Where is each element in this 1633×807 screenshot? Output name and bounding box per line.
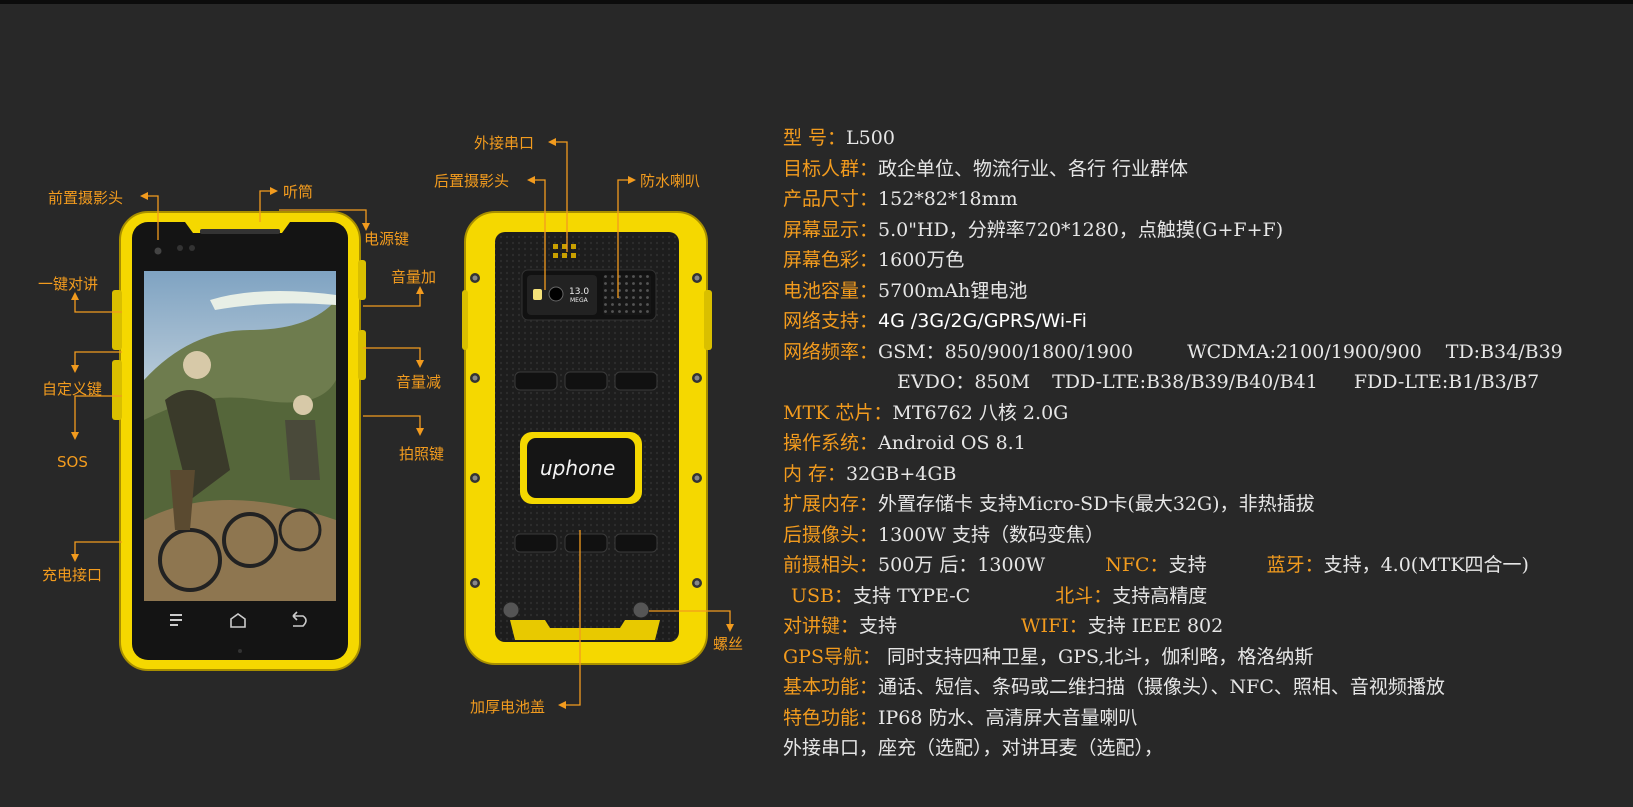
label-sos: SOS — [57, 453, 88, 471]
spec-row-feature: 特色功能：IP68 防水、高清屏大音量喇叭 — [783, 703, 1633, 734]
spec-row-basic: 基本功能：通话、短信、条码或二维扫描（摄像头）、NFC、照相、音视频播放 — [783, 672, 1633, 703]
spec-row-frequency: 网络频率：GSM：850/900/1800/1900 WCDMA:2100/190… — [783, 337, 1633, 368]
spec-value: 1300W 支持（数码变焦） — [878, 523, 1104, 546]
spec-key: 网络频率： — [783, 340, 879, 363]
spec-key: 蓝牙： — [1266, 554, 1324, 576]
spec-value: 5700mAh锂电池 — [878, 279, 1028, 302]
phones-artwork — [71, 138, 734, 709]
label-volume-down: 音量减 — [396, 373, 442, 391]
spec-key: 后摄像头： — [783, 523, 879, 546]
label-custom-key: 自定义键 — [42, 380, 103, 398]
spec-value: 4G /3G/2G/GPRS/Wi-Fi — [878, 310, 1087, 332]
rear-phone — [462, 211, 712, 665]
spec-row-memory: 内 存：32GB+4GB — [783, 459, 1633, 490]
spec-row-gps: GPS导航： 同时支持四种卫星，GPS,北斗，伽利略，格洛纳斯 — [783, 642, 1633, 673]
spec-value: 500万 后：1300W — [878, 554, 1046, 576]
spec-value: 支持，4.0(MTK四合一) — [1323, 554, 1529, 576]
spec-key: 基本功能： — [783, 676, 879, 698]
spec-key: WIFI： — [1021, 615, 1088, 637]
spec-key: 操作系统： — [783, 432, 879, 454]
spec-value: FDD-LTE:B1/B3/B7 — [1353, 371, 1540, 393]
spec-key: 对讲键： — [783, 615, 860, 637]
spec-value: 外置存储卡 支持Micro-SD卡(最大32G)，非热插拔 — [878, 493, 1315, 515]
label-power-key: 电源键 — [364, 230, 410, 248]
spec-row-front-camera: 前摄相头：500万 后：1300W NFC：支持 蓝牙：支持，4.0(MTK四合一) — [783, 550, 1633, 581]
spec-row-storage: 扩展内存：外置存储卡 支持Micro-SD卡(最大32G)，非热插拔 — [783, 489, 1633, 520]
spec-value: TDD-LTE:B38/B39/B40/B41 — [1052, 371, 1318, 393]
spec-value: 政企单位、物流行业、各行 行业群体 — [878, 157, 1189, 180]
spec-row-chip: MTK 芯片：MT6762 八核 2.0G — [783, 398, 1633, 429]
spec-key: 电池容量： — [783, 279, 879, 302]
spec-key: MTK 芯片： — [783, 401, 893, 424]
label-volume-up: 音量加 — [391, 268, 437, 286]
spec-value: 支持 — [859, 615, 898, 637]
spec-value: TD:B34/B39 — [1445, 340, 1563, 363]
callout-lines — [74, 141, 731, 706]
label-shutter-key: 拍照键 — [399, 445, 445, 463]
brand-logo: uphone — [540, 456, 616, 480]
spec-value: 通话、短信、条码或二维扫描（摄像头）、NFC、照相、音视频播放 — [878, 676, 1445, 698]
spec-value: 支持高精度 — [1112, 584, 1208, 607]
spec-row-size: 产品尺寸：152*82*18mm — [783, 184, 1633, 215]
spec-key: NFC： — [1105, 554, 1169, 576]
label-battery-cover: 加厚电池盖 — [470, 698, 546, 716]
spec-row-rear-camera: 后摄像头：1300W 支持（数码变焦） — [783, 520, 1633, 551]
spec-row-color: 屏幕色彩：1600万色 — [783, 245, 1633, 276]
spec-value: WCDMA:2100/1900/900 — [1187, 340, 1422, 363]
spec-value: Android OS 8.1 — [878, 432, 1026, 454]
label-ptt-key: 一键对讲 — [38, 275, 99, 293]
spec-row-usb: USB：支持 TYPE-C 北斗：支持高精度 — [783, 581, 1633, 612]
spec-key: 北斗： — [1055, 584, 1113, 607]
spec-row-display: 屏幕显示：5.0"HD，分辨率720*1280，点触摸(G+F+F) — [783, 215, 1633, 246]
label-front-camera: 前置摄影头 — [48, 189, 124, 207]
spec-value: 1600万色 — [878, 249, 965, 271]
spec-list: 型 号：L500 目标人群：政企单位、物流行业、各行 行业群体 产品尺寸：152… — [783, 123, 1633, 764]
camera-mp-text: 13.0 — [569, 287, 590, 297]
spec-value: 支持 — [1168, 554, 1207, 576]
label-external-port: 外接串口 — [474, 134, 535, 152]
front-phone — [112, 211, 366, 671]
spec-value: 外接串口，座充（选配），对讲耳麦（选配）， — [783, 737, 1164, 759]
phone-illustration: 13.0 MEGA uphone 前置摄影头 听筒 电源键 一键对讲 音量加 自… — [0, 0, 760, 807]
spec-row-target: 目标人群：政企单位、物流行业、各行 行业群体 — [783, 154, 1633, 185]
spec-value: MT6762 八核 2.0G — [892, 401, 1069, 424]
spec-key: 目标人群： — [783, 157, 879, 180]
spec-row-battery: 电池容量：5700mAh锂电池 — [783, 276, 1633, 307]
spec-value: 152*82*18mm — [878, 188, 1018, 210]
spec-value: 32GB+4GB — [846, 462, 957, 485]
camera-mega-text: MEGA — [570, 297, 588, 304]
spec-value: 支持 IEEE 802 — [1087, 615, 1224, 637]
spec-row-os: 操作系统：Android OS 8.1 — [783, 428, 1633, 459]
spec-key: 型 号： — [783, 127, 847, 149]
label-waterproof-speaker: 防水喇叭 — [640, 172, 701, 190]
spec-value: EVDO：850M — [897, 371, 1031, 393]
spec-key: 屏幕色彩： — [783, 249, 879, 271]
spec-value: 同时支持四种卫星，GPS,北斗，伽利略，格洛纳斯 — [880, 645, 1314, 668]
label-earpiece: 听筒 — [283, 183, 314, 201]
spec-key: GPS导航： — [783, 645, 881, 668]
spec-key: 屏幕显示： — [783, 218, 879, 241]
spec-key: 内 存： — [783, 462, 847, 485]
spec-value: IP68 防水、高清屏大音量喇叭 — [878, 706, 1138, 729]
top-border — [0, 0, 1633, 4]
spec-key: 产品尺寸： — [783, 188, 879, 210]
spec-key: 特色功能： — [783, 706, 879, 729]
spec-row-frequency-2: EVDO：850M TDD-LTE:B38/B39/B40/B41 FDD-LTE:… — [783, 367, 1633, 398]
spec-value: 5.0"HD，分辨率720*1280，点触摸(G+F+F) — [878, 218, 1284, 241]
label-screw: 螺丝 — [713, 635, 744, 653]
label-charging-port: 充电接口 — [42, 566, 103, 584]
spec-value: 支持 TYPE-C — [853, 584, 971, 607]
spec-value: L500 — [846, 127, 895, 149]
spec-value: GSM：850/900/1800/1900 — [878, 340, 1134, 363]
spec-key: USB： — [791, 584, 853, 607]
label-rear-camera: 后置摄影头 — [434, 172, 510, 190]
spec-key: 网络支持： — [783, 310, 879, 332]
spec-row-ptt: 对讲键：支持 WIFI：支持 IEEE 802 — [783, 611, 1633, 642]
spec-key: 前摄相头： — [783, 554, 879, 576]
spec-key: 扩展内存： — [783, 493, 879, 515]
spec-row-model: 型 号：L500 — [783, 123, 1633, 154]
spec-row-extra: 外接串口，座充（选配），对讲耳麦（选配）， — [783, 733, 1633, 764]
callout-arrows — [71, 138, 734, 709]
spec-row-network: 网络支持：4G /3G/2G/GPRS/Wi-Fi — [783, 306, 1633, 337]
